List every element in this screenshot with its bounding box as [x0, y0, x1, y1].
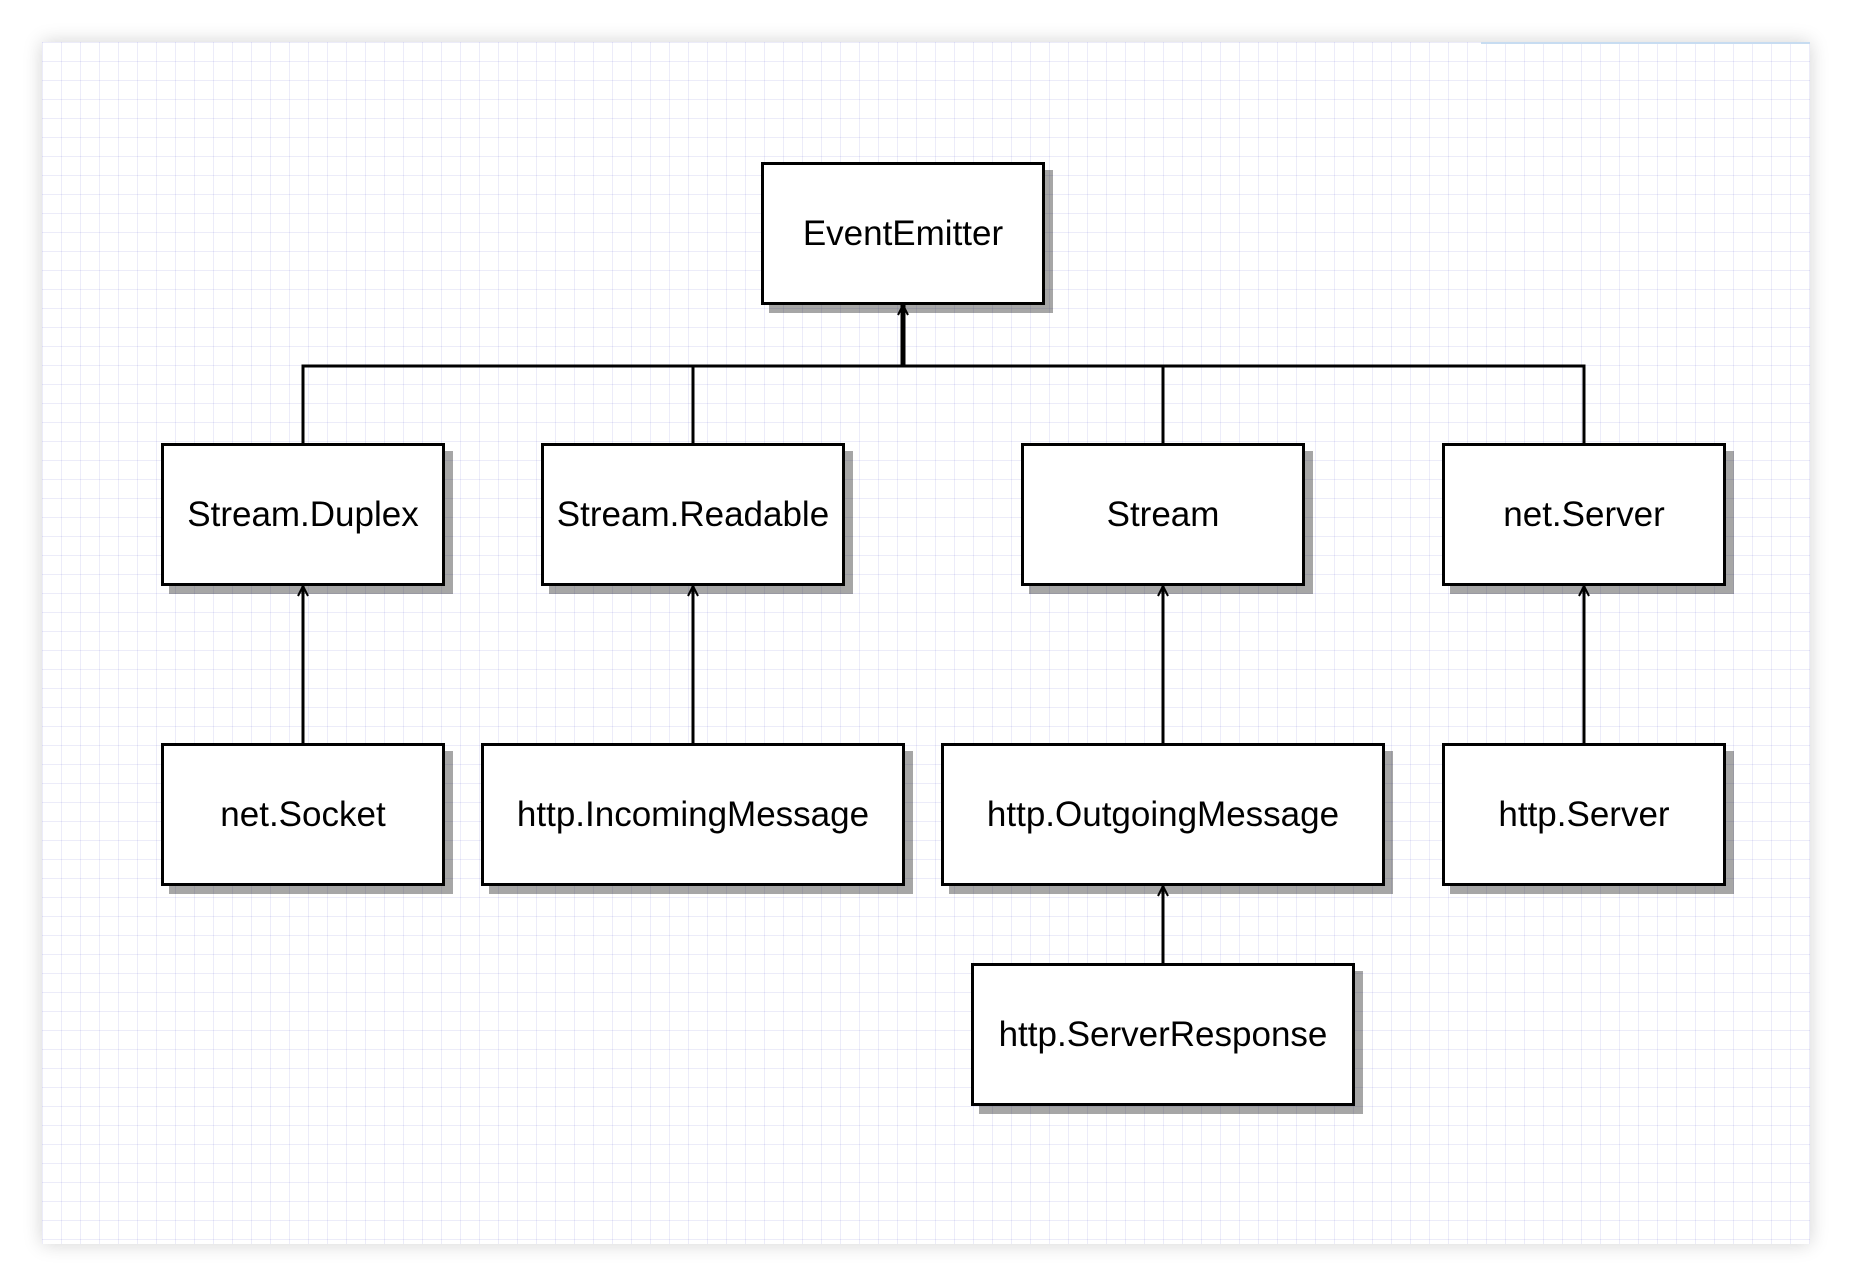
node-http-server-response[interactable]: http.ServerResponse: [971, 963, 1355, 1106]
node-http-outgoing-message[interactable]: http.OutgoingMessage: [941, 743, 1385, 886]
node-stream-duplex[interactable]: Stream.Duplex: [161, 443, 445, 586]
node-stream-readable[interactable]: Stream.Readable: [541, 443, 845, 586]
node-stream[interactable]: Stream: [1021, 443, 1305, 586]
node-label: Stream: [1106, 494, 1220, 534]
node-http-incoming-message[interactable]: http.IncomingMessage: [481, 743, 905, 886]
node-label: EventEmitter: [802, 213, 1004, 253]
node-net-server[interactable]: net.Server: [1442, 443, 1726, 586]
node-event-emitter[interactable]: EventEmitter: [761, 162, 1045, 305]
node-label: http.IncomingMessage: [516, 794, 870, 834]
node-net-socket[interactable]: net.Socket: [161, 743, 445, 886]
node-label: net.Server: [1503, 494, 1665, 534]
node-http-server[interactable]: http.Server: [1442, 743, 1726, 886]
edge-net-server-to-event-emitter: [903, 364, 1586, 443]
node-label: http.Server: [1498, 794, 1670, 834]
edge-stream-readable-to-event-emitter: [691, 364, 903, 443]
node-label: http.ServerResponse: [998, 1014, 1328, 1054]
edge-stream-duplex-to-event-emitter: [301, 364, 903, 443]
node-label: Stream.Readable: [556, 494, 830, 534]
node-label: Stream.Duplex: [187, 494, 419, 534]
node-label: net.Socket: [220, 794, 386, 834]
edge-stream-to-event-emitter: [903, 364, 1165, 443]
canvas-top-accent: [1481, 42, 1810, 44]
node-label: http.OutgoingMessage: [986, 794, 1340, 834]
